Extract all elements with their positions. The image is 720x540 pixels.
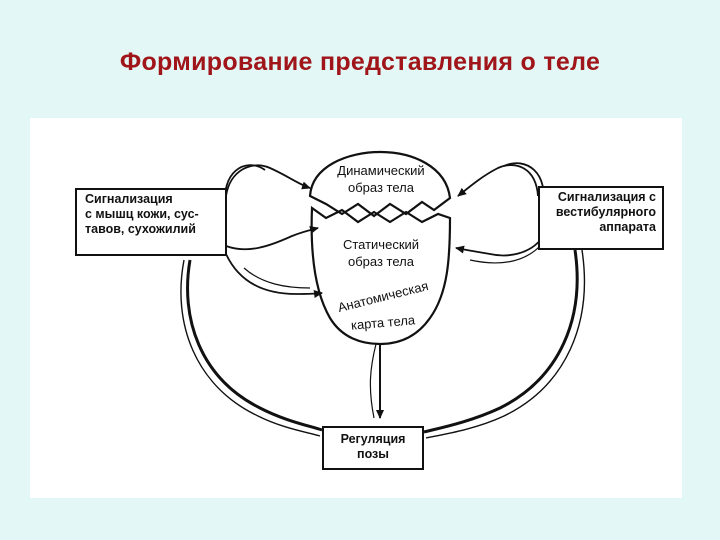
muscle-signaling-line-2: с мышц кожи, сус- xyxy=(85,207,199,221)
arrow-right-to-dynamic xyxy=(457,164,539,197)
dynamic-image-line-1: Динамический xyxy=(337,163,425,178)
arrow-left-to-anatomical-2 xyxy=(243,267,311,289)
outer-loop-left-inner xyxy=(180,259,321,437)
slide-title: Формирование представления о теле xyxy=(119,48,601,76)
posture-regulation-line-1: Регуляция xyxy=(340,432,406,446)
posture-regulation-line-2: позы xyxy=(357,447,389,461)
arrow-left-to-anatomical xyxy=(225,253,323,298)
diagram-arrows xyxy=(180,150,586,439)
arrow-left-loop-upper xyxy=(224,164,266,209)
arrow-body-to-posture-2 xyxy=(369,343,377,419)
dynamic-image-line-2: образ тела xyxy=(348,180,414,195)
posture-regulation-box: Регуляция позы xyxy=(322,426,424,470)
static-image-line-2: образ тела xyxy=(348,254,414,269)
arrow-left-to-static xyxy=(225,226,319,251)
vestibular-signaling-box: Сигнализация с вестибулярного аппарата xyxy=(538,186,664,250)
outer-loop-right xyxy=(423,249,579,434)
static-image-line-1: Статический xyxy=(342,237,420,252)
arrow-right-to-static-2 xyxy=(469,243,543,264)
static-image-label: Статический образ тела xyxy=(322,236,440,270)
vestibular-signaling-line-2: вестибулярного xyxy=(555,205,656,219)
muscle-signaling-line-1: Сигнализация xyxy=(85,192,173,206)
muscle-signaling-line-3: тавов, сухожилий xyxy=(85,222,196,236)
dynamic-image-cap xyxy=(308,150,452,218)
vestibular-signaling-line-3: аппарата xyxy=(599,220,656,234)
arrow-left-to-dynamic xyxy=(225,164,311,197)
body-image-diagram: Сигнализация с мышц кожи, сус- тавов, су… xyxy=(30,118,682,498)
arrow-right-to-static xyxy=(455,237,543,257)
dynamic-image-label: Динамический образ тела xyxy=(322,162,440,196)
vestibular-signaling-line-1: Сигнализация с xyxy=(557,190,656,204)
outer-loop-left xyxy=(186,259,323,432)
muscle-signaling-box: Сигнализация с мышц кожи, сус- тавов, су… xyxy=(75,188,227,256)
outer-loop-right-inner xyxy=(425,249,586,439)
